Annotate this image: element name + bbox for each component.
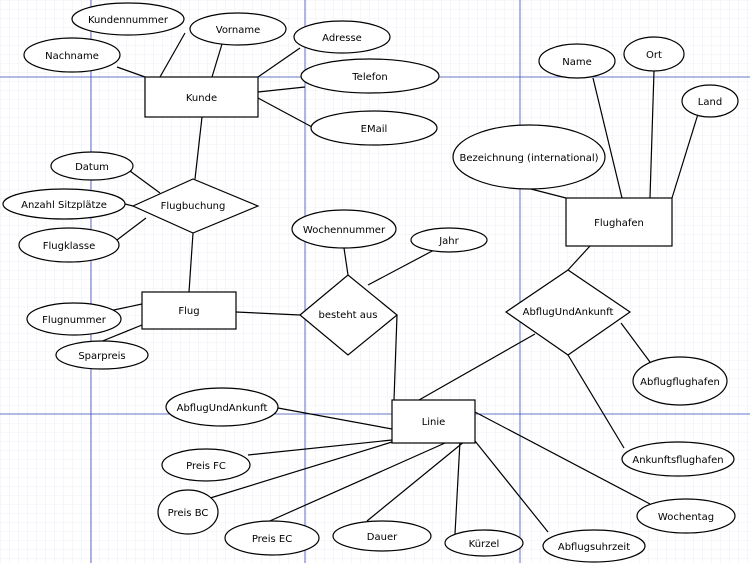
attribute-ankunftsflughafen-label: Ankunftsflughafen — [632, 455, 723, 466]
attribute-datum[interactable]: Datum — [50, 151, 134, 181]
entity-linie-label: Linie — [422, 417, 446, 428]
attribute-email-label: EMail — [361, 124, 388, 135]
attribute-sparpreis-label: Sparpreis — [78, 351, 125, 362]
attribute-preis-ec[interactable]: Preis EC — [224, 520, 320, 556]
attribute-nachname[interactable]: Nachname — [23, 37, 121, 73]
attribute-anzahl-sitzplaetze[interactable]: Anzahl Sitzplätze — [2, 188, 126, 220]
attribute-name[interactable]: Name — [538, 43, 616, 79]
attribute-flugnummer-label: Flugnummer — [42, 315, 107, 326]
attribute-wochentag-label: Wochentag — [658, 512, 714, 523]
relationship-besteht-aus-label: besteht aus — [319, 310, 378, 321]
attribute-kundennummer-label: Kundennummer — [88, 15, 169, 26]
attribute-land[interactable]: Land — [681, 84, 739, 118]
attribute-telefon-label: Telefon — [351, 72, 387, 83]
attribute-kundennummer[interactable]: Kundennummer — [71, 2, 185, 36]
attribute-preis-bc-label: Preis BC — [168, 508, 209, 519]
attribute-kuerzel-label: Kürzel — [469, 539, 500, 550]
attribute-abflugflughafen[interactable]: Abflugflughafen — [632, 356, 728, 406]
attribute-bezeichnung-label: Bezeichnung (international) — [459, 153, 598, 164]
attribute-abflugsuhrzeit-label: Abflugsuhrzeit — [558, 542, 630, 553]
attribute-bezeichnung[interactable]: Bezeichnung (international) — [452, 124, 606, 190]
attribute-telefon[interactable]: Telefon — [300, 58, 440, 94]
attribute-flugklasse[interactable]: Flugklasse — [18, 227, 120, 263]
attribute-dauer[interactable]: Dauer — [332, 520, 432, 552]
entity-kunde-label: Kunde — [186, 93, 217, 104]
attribute-nachname-label: Nachname — [45, 51, 99, 62]
attribute-vorname[interactable]: Vorname — [189, 12, 287, 46]
attribute-abflug-und-ankunft-label: AbflugUndAnkunft — [177, 403, 268, 414]
entity-flug[interactable]: Flug — [141, 291, 237, 330]
attribute-preis-ec-label: Preis EC — [252, 534, 292, 545]
attribute-wochentag[interactable]: Wochentag — [636, 498, 736, 534]
attribute-flugnummer[interactable]: Flugnummer — [26, 302, 122, 336]
attribute-preis-bc[interactable]: Preis BC — [157, 489, 219, 535]
attribute-preis-fc[interactable]: Preis FC — [161, 448, 251, 482]
attribute-jahr-label: Jahr — [438, 236, 459, 247]
attribute-preis-fc-label: Preis FC — [186, 461, 226, 472]
attribute-sparpreis[interactable]: Sparpreis — [55, 340, 149, 370]
entity-flug-label: Flug — [178, 306, 199, 317]
attribute-name-label: Name — [562, 57, 592, 68]
attribute-adresse[interactable]: Adresse — [293, 20, 391, 54]
relationship-flugbuchung-label: Flugbuchung — [161, 201, 226, 212]
attribute-ankunftsflughafen[interactable]: Ankunftsflughafen — [621, 441, 735, 477]
attribute-flugklasse-label: Flugklasse — [43, 241, 96, 252]
attribute-jahr[interactable]: Jahr — [410, 227, 488, 253]
attribute-abflugsuhrzeit[interactable]: Abflugsuhrzeit — [542, 529, 646, 563]
attribute-wochennummer[interactable]: Wochennummer — [291, 209, 397, 249]
relationship-flugbuchung[interactable]: Flugbuchung — [131, 178, 260, 234]
attribute-wochennummer-label: Wochennummer — [303, 225, 386, 236]
attribute-ort[interactable]: Ort — [623, 36, 685, 72]
attribute-email[interactable]: EMail — [310, 110, 438, 146]
entity-linie[interactable]: Linie — [391, 399, 476, 444]
relationship-abflug-und-ankunft-label: AbflugUndAnkunft — [523, 307, 614, 318]
connectors — [99, 32, 699, 535]
attribute-abflugflughafen-label: Abflugflughafen — [640, 377, 720, 388]
attribute-adresse-label: Adresse — [322, 33, 362, 44]
attribute-abflug-und-ankunft[interactable]: AbflugUndAnkunft — [165, 387, 279, 427]
attribute-anzahl-sitzplaetze-label: Anzahl Sitzplätze — [21, 200, 107, 211]
attribute-land-label: Land — [698, 97, 722, 108]
attribute-datum-label: Datum — [75, 162, 109, 173]
entity-flughafen[interactable]: Flughafen — [565, 197, 673, 247]
attribute-dauer-label: Dauer — [367, 532, 398, 543]
attribute-ort-label: Ort — [646, 50, 662, 61]
relationship-abflug-und-ankunft[interactable]: AbflugUndAnkunft — [504, 269, 632, 356]
entity-kunde[interactable]: Kunde — [144, 76, 259, 118]
attribute-kuerzel[interactable]: Kürzel — [444, 529, 524, 557]
relationship-besteht-aus[interactable]: besteht aus — [299, 274, 398, 356]
attribute-vorname-label: Vorname — [216, 25, 260, 36]
entity-flughafen-label: Flughafen — [594, 218, 644, 229]
